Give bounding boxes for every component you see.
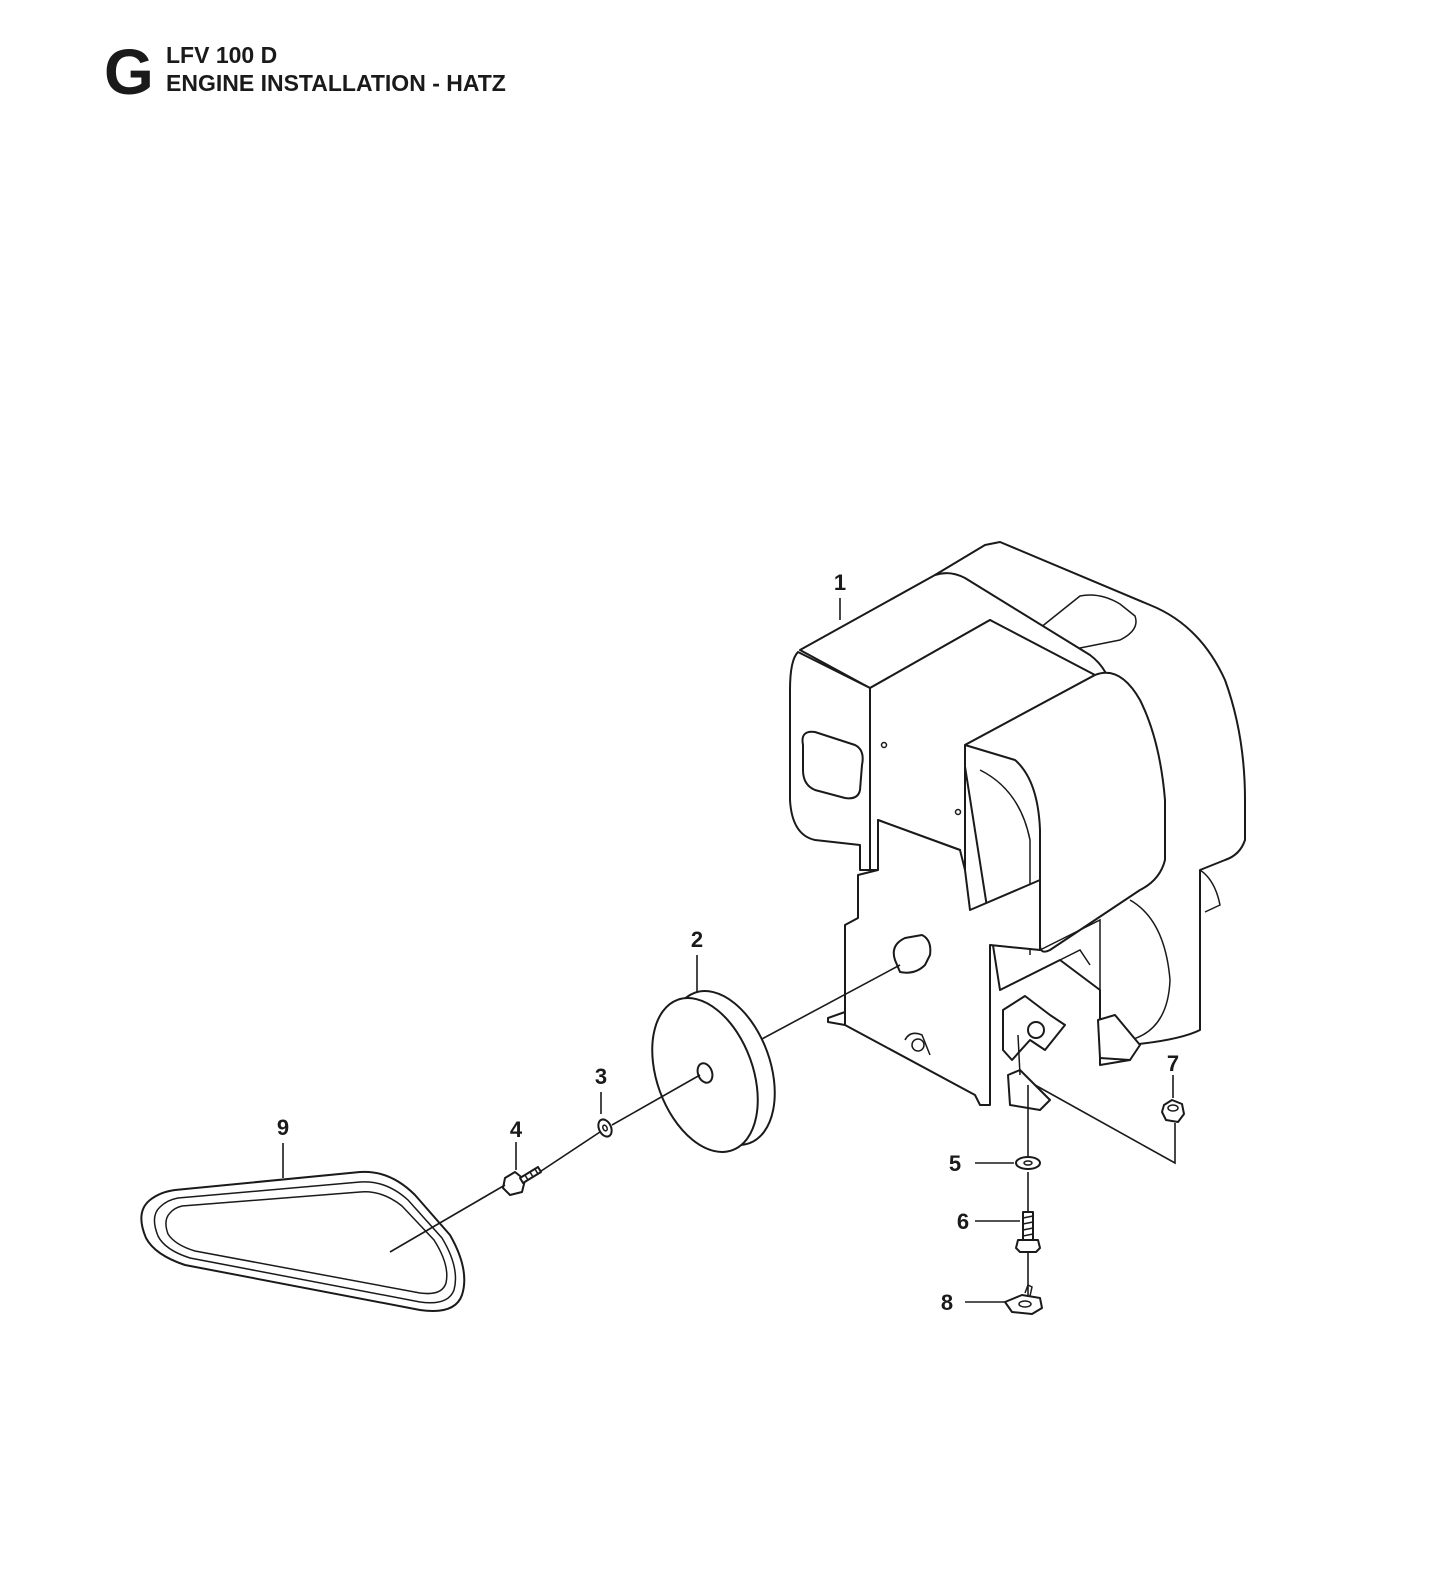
model-name: LFV 100 D [166, 42, 278, 68]
page-header: G LFV 100 D ENGINE INSTALLATION - HATZ [0, 0, 700, 120]
washer-part-5[interactable] [1015, 1156, 1041, 1170]
washer-leader-line [611, 1074, 701, 1126]
section-letter: G [104, 36, 154, 108]
nut-part-7[interactable] [1161, 1099, 1185, 1123]
screw-part-4[interactable] [502, 1166, 542, 1196]
callout-6: 6 [957, 1209, 969, 1234]
callout-4: 4 [510, 1117, 523, 1142]
callout-7: 7 [1167, 1051, 1179, 1076]
callout-3: 3 [595, 1064, 607, 1089]
screw-part-6[interactable] [1015, 1211, 1041, 1253]
callout-1: 1 [834, 570, 846, 595]
callout-2: 2 [691, 927, 703, 952]
callout-8: 8 [941, 1290, 953, 1315]
engine-part[interactable] [789, 541, 1246, 1111]
callout-9: 9 [277, 1115, 289, 1140]
washer-part-3[interactable] [596, 1117, 614, 1138]
lock-washer-part-8[interactable] [1004, 1283, 1043, 1315]
pulley-part[interactable] [633, 976, 795, 1166]
shaft-leader-line [759, 964, 901, 1041]
v-belt-part[interactable] [140, 1170, 466, 1312]
callout-5: 5 [949, 1151, 961, 1176]
page-title: ENGINE INSTALLATION - HATZ [166, 70, 506, 96]
belt-leader-line [389, 1184, 506, 1253]
nut-leader-line [1034, 1084, 1176, 1165]
